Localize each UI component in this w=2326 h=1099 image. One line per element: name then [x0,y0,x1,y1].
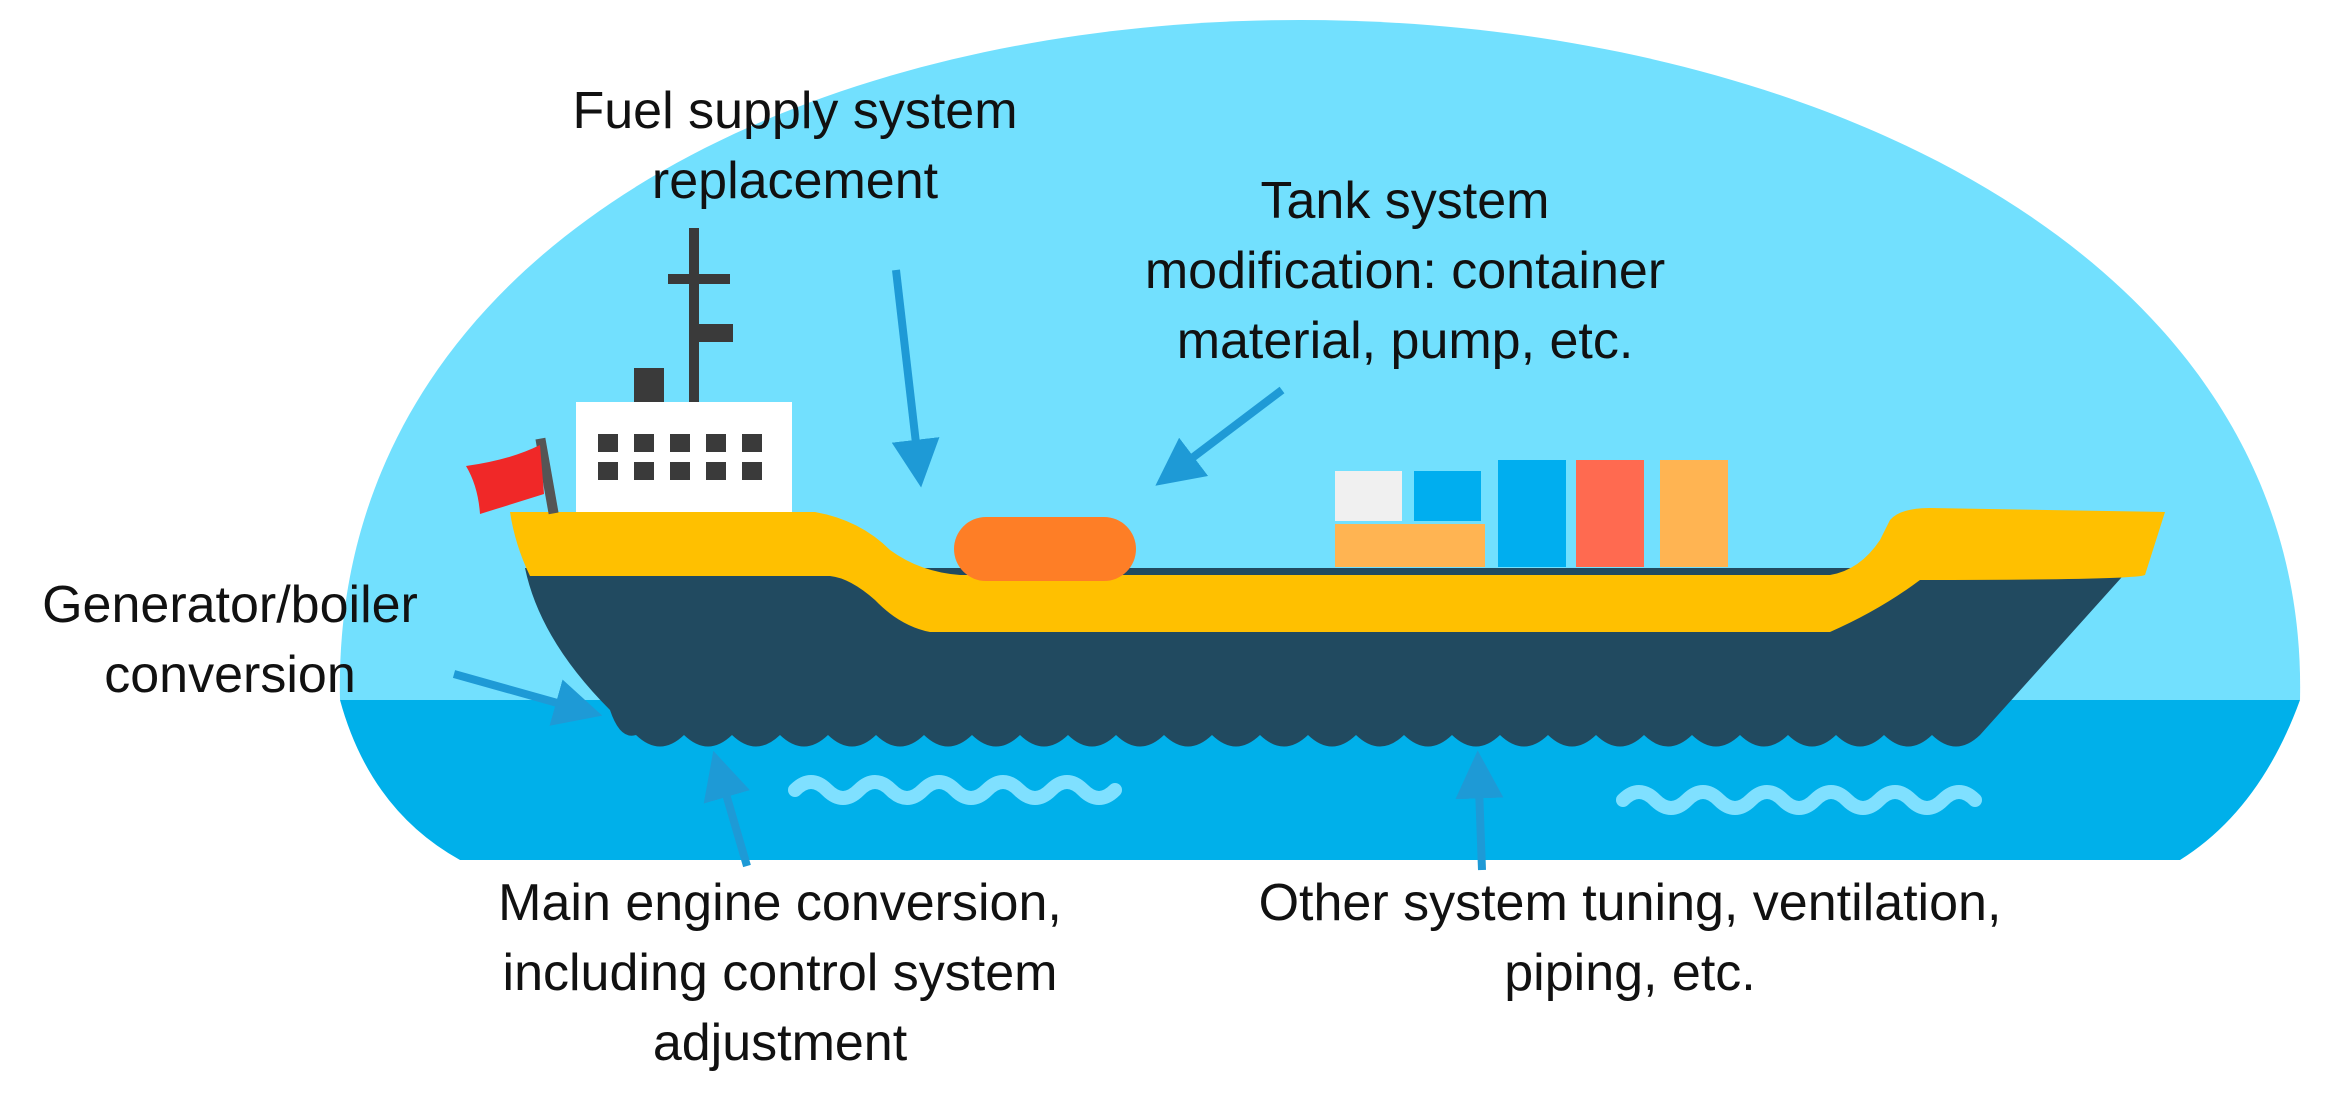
arrow-generator [452,670,603,726]
hull-top [510,508,2165,632]
arrows [452,269,1504,871]
wave-left [788,775,1122,805]
arrow-tank-system [1155,386,1285,486]
label-generator: Generator/boiler conversion [42,576,418,704]
fuel-tank-icon [954,517,1136,581]
label-tank-system: Tank system modification: container mate… [1144,172,1666,370]
bridge [576,402,792,512]
label-other-system: Other system tuning, ventilation, piping… [1258,874,2002,1002]
flag-icon [466,437,559,515]
mast-icon [668,228,733,402]
label-fuel-supply: Fuel supply system replacement [572,82,1018,210]
arrow-main-engine [703,750,751,868]
ship-icon [466,228,2165,747]
arrow-fuel-supply [891,269,940,488]
chimney [634,368,664,402]
label-main-engine: Main engine conversion, including contro… [498,874,1062,1072]
container-icon [1335,460,1728,567]
arrow-other-system [1455,750,1504,871]
wave-right [1616,785,1982,815]
bridge-windows [598,434,762,480]
